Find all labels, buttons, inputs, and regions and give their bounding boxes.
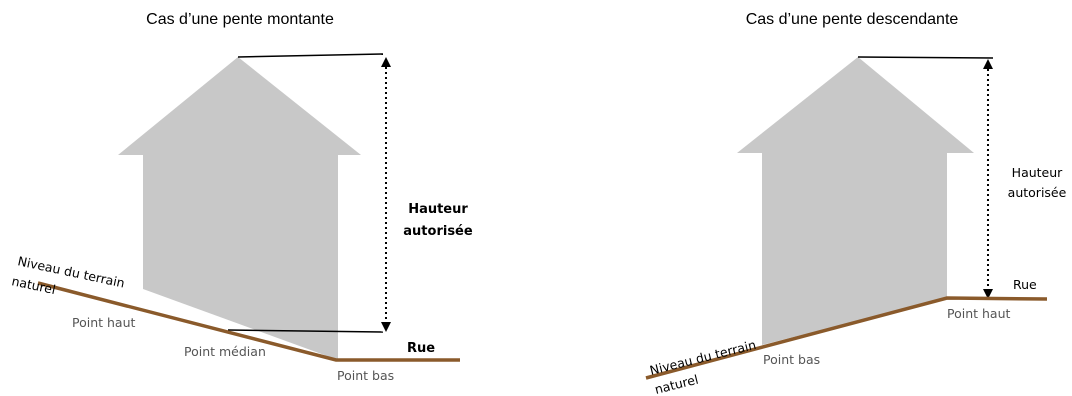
right-house-roof: [737, 57, 974, 153]
right-point-haut-label: Point haut: [947, 306, 1011, 321]
left-panel: Cas d’une pente montante Hauteur autoris…: [10, 11, 473, 383]
right-height-label-1: Hauteur: [1012, 165, 1063, 180]
left-top-reference-line: [237, 53, 384, 58]
left-point-bas-label: Point bas: [337, 368, 394, 383]
right-point-bas-label: Point bas: [763, 352, 820, 367]
left-median-reference-line: [227, 329, 384, 333]
right-terrain-label-1: Niveau du terrain: [648, 337, 757, 378]
left-house: [118, 57, 361, 360]
right-house: [737, 57, 974, 345]
right-height-label-2: autorisée: [1008, 185, 1067, 200]
right-terrain-line: [645, 296, 1048, 380]
left-house-body: [143, 155, 338, 360]
right-panel: Cas d’une pente descendante Hauteur auto…: [645, 11, 1067, 396]
left-point-median-label: Point médian: [184, 344, 266, 359]
right-street-label: Rue: [1013, 277, 1037, 292]
left-panel-title: Cas d’une pente montante: [146, 11, 334, 28]
left-height-label-2: autorisée: [403, 224, 473, 239]
left-point-haut-label: Point haut: [72, 315, 136, 330]
right-panel-title: Cas d’une pente descendante: [746, 11, 959, 28]
left-house-roof: [118, 57, 361, 155]
left-height-label-1: Hauteur: [408, 202, 468, 217]
right-top-reference-line: [857, 56, 994, 59]
right-house-body: [762, 153, 947, 345]
left-terrain-line: [37, 281, 460, 362]
left-terrain-label-2: naturel: [10, 273, 57, 297]
left-street-label: Rue: [407, 341, 435, 356]
